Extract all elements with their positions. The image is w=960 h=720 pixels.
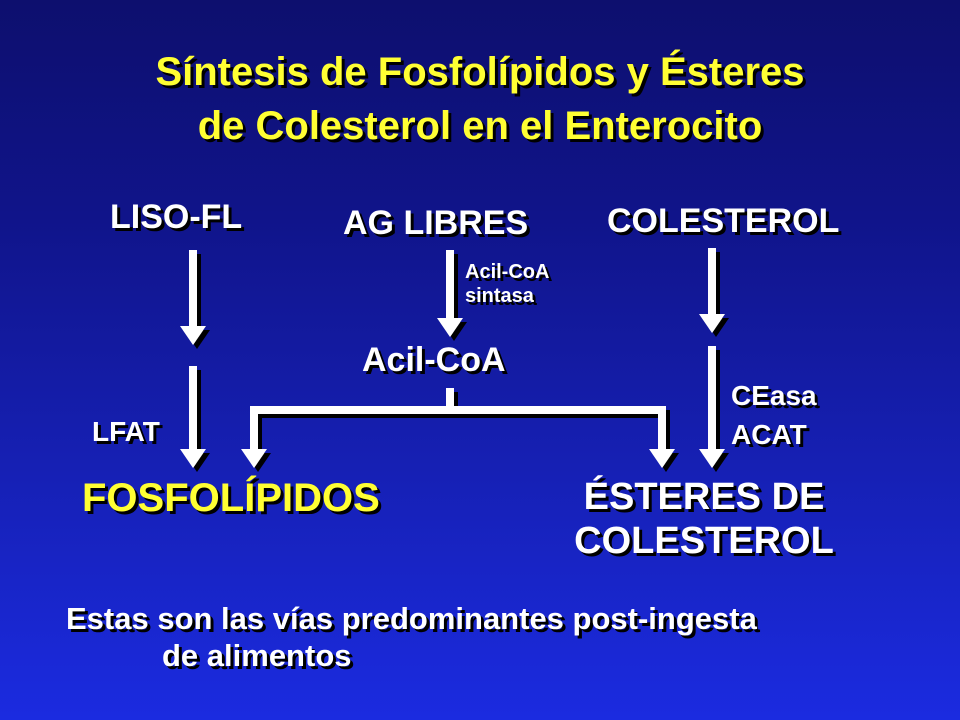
title-line-1: Síntesis de Fosfolípidos y Ésteres — [155, 50, 805, 94]
node-fosfolipidos: FOSFOLÍPIDOS — [82, 476, 380, 520]
node-ag-libres: AG LIBRES — [343, 204, 529, 242]
arrow-liso-fl-down-1 — [180, 250, 206, 345]
node-liso-fl: LISO-FL — [110, 198, 243, 236]
enzyme-ceasa: CEasa — [731, 380, 817, 411]
title-line-2: de Colesterol en el Enterocito — [197, 104, 763, 148]
node-acil-coa: Acil-CoA — [362, 341, 506, 379]
node-colesterol: COLESTEROL — [607, 202, 840, 240]
footer-line-1: Estas son las vías predominantes post-in… — [66, 601, 757, 636]
node-esteres-line-2: COLESTEROL — [574, 520, 834, 562]
node-esteres-line-1: ÉSTERES DE — [583, 476, 825, 518]
enzyme-acat: ACAT — [731, 419, 807, 450]
arrow-colesterol-down-2 — [699, 346, 725, 468]
arrow-ag-libres-down — [437, 250, 463, 337]
arrow-liso-fl-down-2 — [180, 366, 206, 468]
arrow-colesterol-down-1 — [699, 248, 725, 333]
enzyme-acil-coa-sintasa-line-2: sintasa — [465, 285, 534, 307]
enzyme-lfat: LFAT — [92, 416, 160, 447]
enzyme-acil-coa-sintasa-line-1: Acil-CoA — [465, 261, 550, 283]
footer-line-2: de alimentos — [162, 638, 352, 673]
arrow-acil-coa-branch — [241, 388, 675, 468]
